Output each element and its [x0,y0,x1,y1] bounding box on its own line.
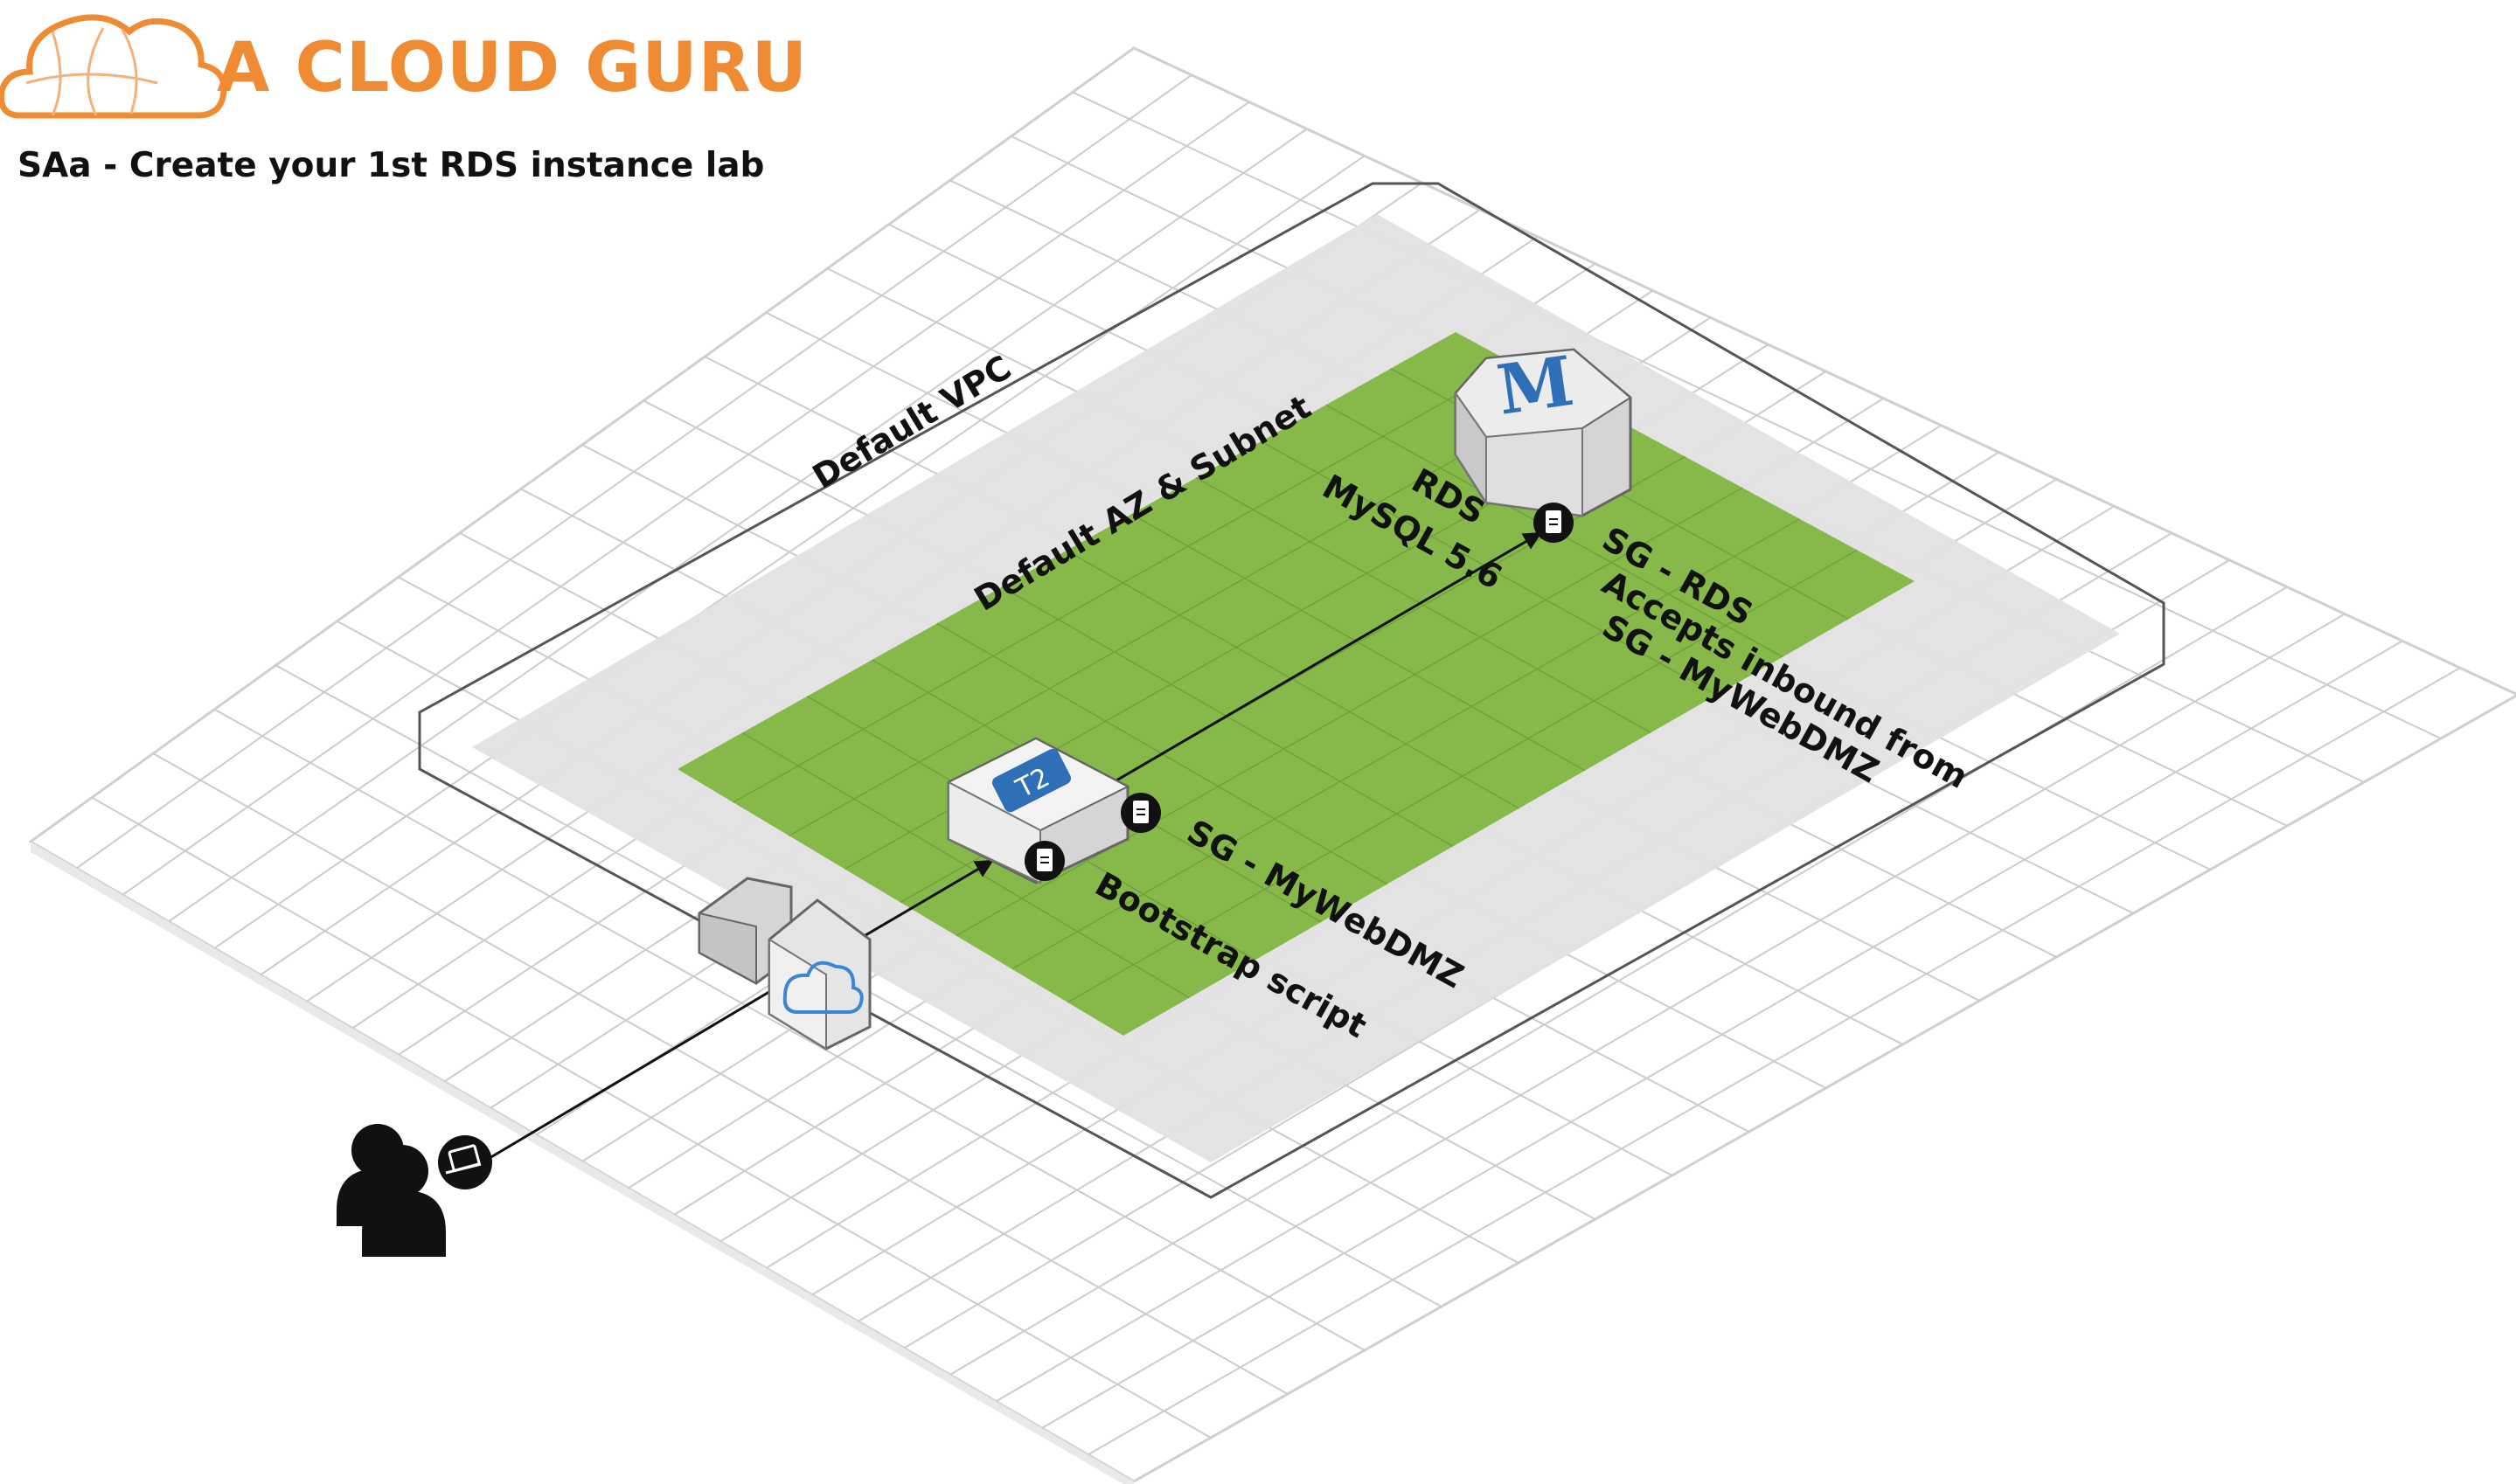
rds-mysql-icon[interactable]: M [1454,342,1632,517]
grid-line [1011,518,1801,970]
user-icon [337,1124,446,1257]
vpc-boundary [418,182,2165,1199]
grid-line [995,613,2346,1403]
page-title: SAa - Create your 1st RDS instance lab [17,146,764,185]
grid-line [1087,667,2461,1456]
document-icon[interactable] [1025,841,1065,881]
cloud-logo-icon [0,14,227,119]
grid-line [122,101,1250,896]
grid-line [1067,549,1858,1003]
cloud-icon [782,960,864,1014]
internet-gateway-icon[interactable] [698,877,872,1051]
ec2-to-rds-arrow [1105,531,1542,788]
user-to-gateway-arrow [489,977,792,1160]
subnet-zone [678,332,1915,1036]
grid-line [213,155,1366,949]
brand-name: A CLOUD GURU [217,29,808,107]
document-icon[interactable] [1121,793,1161,833]
grid-line [956,487,1743,937]
rds-letter: M [1492,342,1578,431]
grid-line [949,586,2288,1376]
document-icon[interactable] [1533,503,1574,543]
grid-line [789,393,1571,836]
grid-line [76,74,1192,870]
grid-line [168,128,1308,923]
ec2-instance-icon[interactable]: T2 [946,737,1130,884]
laptop-icon [438,1135,492,1189]
grid-line [1041,640,2403,1429]
grid-line [733,362,1513,803]
